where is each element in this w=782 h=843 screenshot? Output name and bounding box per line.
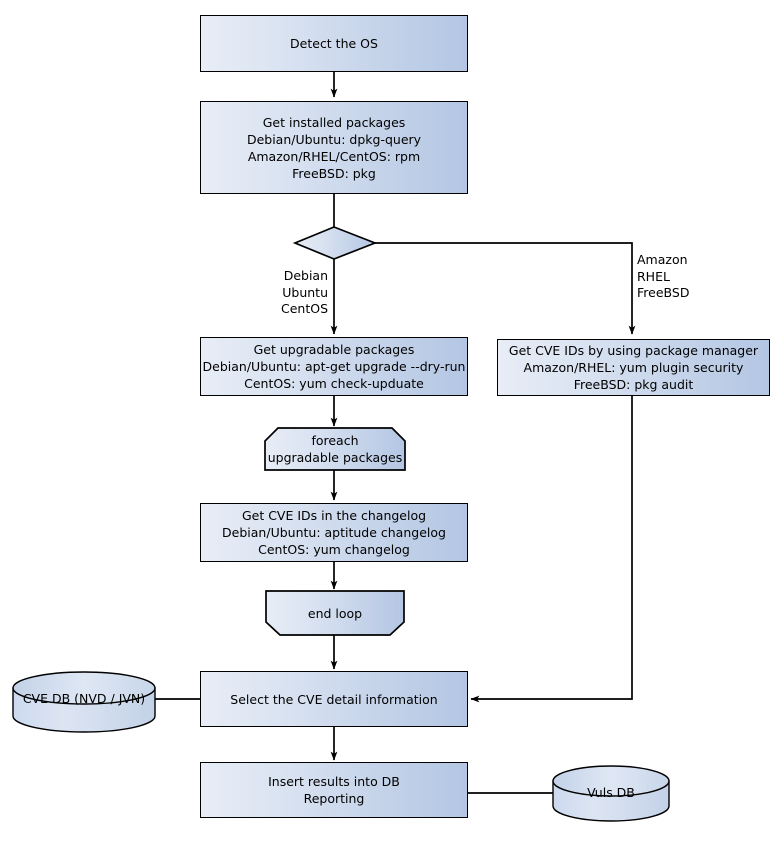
foreach-loop-shape[interactable]: [264, 427, 406, 471]
edge-packagemanager-to-select: [470, 396, 633, 703]
node-end-loop[interactable]: end loop: [307, 605, 363, 621]
node-detect-os[interactable]: Detect the OS: [200, 15, 468, 72]
node-cve-db-label: CVE DB (NVD / JVN): [22, 691, 146, 706]
node-get-cve-ids-package-manager[interactable]: Get CVE IDs by using package manager Ama…: [497, 339, 770, 396]
vuls-db-cylinder[interactable]: [552, 765, 670, 822]
node-get-upgradable-packages[interactable]: Get upgradable packages Debian/Ubuntu: a…: [200, 337, 468, 396]
cve-db-cylinder[interactable]: [12, 671, 156, 733]
node-insert-results[interactable]: Insert results into DB Reporting: [200, 762, 468, 818]
end-loop-shape[interactable]: [265, 590, 405, 636]
node-vuls-db-label: Vuls DB: [587, 785, 635, 800]
edge-label-left-branch: Debian Ubuntu CentOS: [280, 268, 328, 316]
decision-diamond[interactable]: [292, 226, 378, 260]
node-select-cve-detail[interactable]: Select the CVE detail information: [200, 671, 468, 727]
node-get-installed-packages[interactable]: Get installed packages Debian/Ubuntu: dp…: [200, 101, 468, 194]
node-foreach-loop-start[interactable]: foreach upgradable packages: [267, 433, 403, 465]
edge-decision-right: [375, 242, 636, 335]
node-get-cve-ids-changelog[interactable]: Get CVE IDs in the changelog Debian/Ubun…: [200, 503, 468, 562]
edge-label-right-branch: Amazon RHEL FreeBSD: [637, 252, 690, 300]
